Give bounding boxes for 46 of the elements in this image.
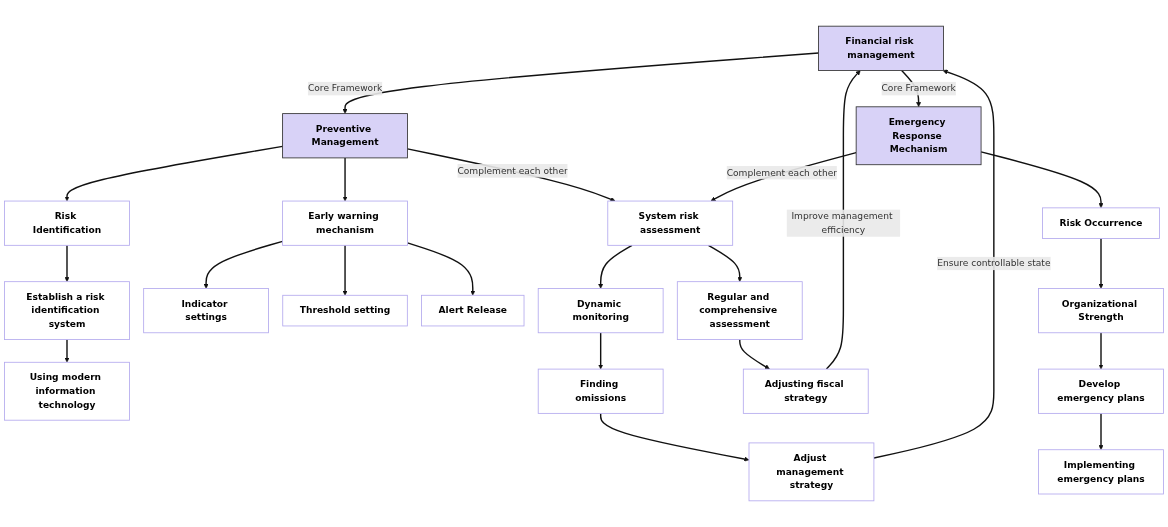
node-box: Threshold setting: [282, 294, 408, 327]
arrow: [598, 332, 604, 370]
arrow: [406, 148, 616, 202]
arrow: [64, 244, 70, 282]
arrow: [342, 157, 348, 202]
edge-label: Core Framework: [307, 82, 383, 94]
arrow: [599, 412, 750, 462]
node-box: Using modern information technology: [4, 361, 130, 421]
node-box: Indicator settings: [143, 288, 269, 334]
arrow: [1098, 237, 1104, 289]
node-box: Emergency Response Mechanism: [855, 106, 982, 166]
node-box: Establish a risk identification system: [4, 281, 130, 340]
node-box: Alert Release: [421, 294, 525, 327]
node-box: Develop emergency plans: [1038, 368, 1164, 414]
arrow: [406, 242, 476, 296]
edge-label: Complement each other: [726, 167, 837, 178]
node-box: Implementing emergency plans: [1038, 449, 1164, 495]
node-box: Risk Occurrence: [1042, 207, 1160, 239]
node-box: System risk assessment: [607, 200, 734, 246]
arrow: [707, 244, 743, 282]
arrow: [64, 338, 70, 363]
node-box: Adjust management strategy: [748, 442, 875, 502]
node-box: Risk Identification: [4, 200, 130, 246]
arrow: [342, 244, 348, 296]
arrow: [203, 240, 284, 289]
arrow: [825, 70, 861, 370]
arrow: [710, 151, 857, 202]
edge-label: Ensure controllable state: [937, 257, 1051, 269]
arrow: [598, 244, 633, 289]
node-box: Preventive Management: [282, 113, 408, 159]
arrow: [64, 145, 284, 202]
arrow: [1098, 412, 1104, 450]
node-box: Organizational Strength: [1038, 288, 1164, 334]
node-box: Adjusting fiscal strategy: [742, 368, 869, 414]
node-box: Financial risk management: [818, 25, 944, 71]
arrow: [980, 151, 1104, 209]
edge-label: Core Framework: [881, 82, 956, 94]
arrow: [1098, 332, 1104, 370]
arrow: [342, 52, 820, 114]
node-box: Regular and comprehensive assessment: [676, 281, 803, 340]
edge-label: Improve management efficiency: [791, 210, 893, 236]
node-box: Dynamic monitoring: [537, 288, 664, 334]
arrow: [739, 338, 770, 370]
edge-label: Complement each other: [457, 165, 568, 176]
node-box: Early warning mechanism: [282, 200, 408, 246]
node-box: Finding omissions: [537, 368, 664, 414]
